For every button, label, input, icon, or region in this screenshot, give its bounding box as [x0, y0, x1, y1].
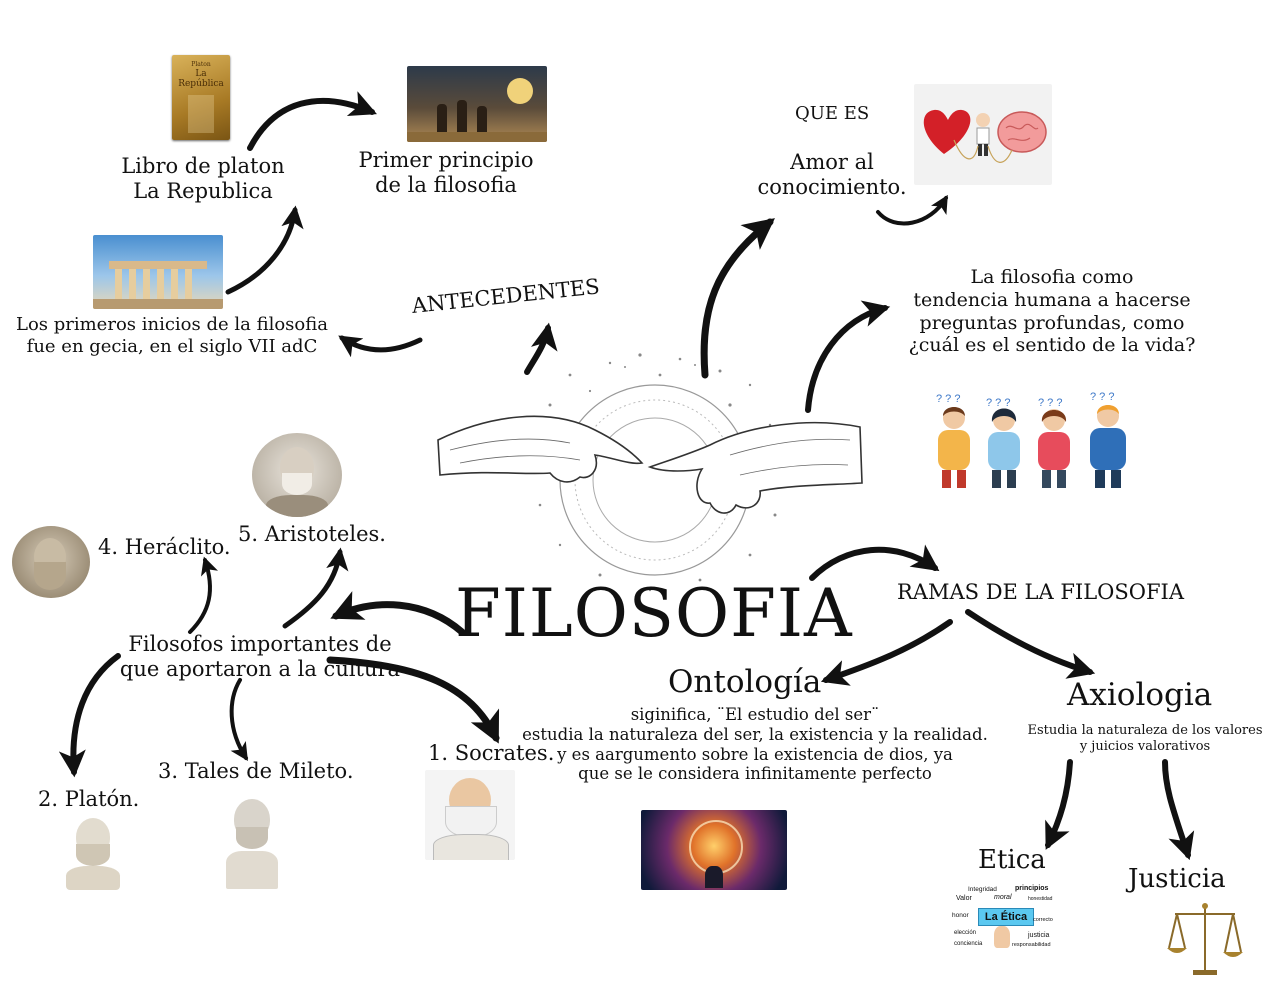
etica-word: justicia [1028, 932, 1050, 939]
arrow-filosofos-to-aristoteles [282, 547, 349, 629]
arrow-filosofos-to-tales [229, 678, 248, 762]
ramas-heading: RAMAS DE LA FILOSOFIA [897, 580, 1184, 604]
etica-badge: La Ética [978, 908, 1034, 926]
etica-word: elección [954, 930, 977, 936]
arrow-primeros-to-libro [225, 205, 304, 295]
svg-text:? ? ?: ? ? ? [1038, 397, 1062, 409]
aristoteles-portrait [252, 433, 342, 517]
arrow-center-to-tendencia [805, 300, 891, 413]
cosmic-sphere-image [641, 810, 787, 890]
la-republica-book-image: Platon La República [172, 55, 230, 140]
axiologia-title: Axiologia [1067, 677, 1213, 713]
parthenon-image [93, 235, 223, 309]
person-icon [976, 113, 990, 127]
heraclito-portrait [12, 526, 90, 598]
justice-scales-icon [1167, 903, 1243, 975]
arrow-center-to-ramas [809, 544, 940, 581]
platon-bust-image [60, 812, 126, 890]
etica-word: correcto [1033, 917, 1053, 923]
que-es-heading: QUE ES [795, 103, 870, 124]
aristoteles-label: 5. Aristoteles. [238, 522, 386, 546]
etica-word-cloud: Integridad principios Valor moral honest… [950, 884, 1060, 952]
arrow-center-to-quees [700, 218, 775, 379]
arrow-libro-to-principio [247, 91, 377, 151]
plato-cave-image [407, 66, 547, 142]
socrates-label: 1. Socrates. [428, 741, 555, 765]
heart-brain-image [914, 84, 1052, 185]
etica-word: moral [994, 894, 1012, 901]
justicia-title: Justicia [1128, 864, 1226, 894]
ontologia-title: Ontología [668, 664, 822, 700]
ontologia-description: siginifica, ¨El estudio del ser¨ estudia… [522, 705, 988, 784]
socrates-portrait [425, 770, 515, 860]
svg-text:? ? ?: ? ? ? [986, 397, 1010, 409]
arrow-filosofos-to-socrates [326, 656, 500, 744]
etica-word: Integridad [968, 886, 997, 893]
heart-icon [923, 109, 971, 154]
axiologia-description: Estudia la naturaleza de los valores y j… [1027, 723, 1263, 754]
etica-word: conciencia [954, 941, 983, 947]
person-4 [1090, 405, 1126, 488]
arrow-center-to-filosofos [330, 591, 466, 636]
arrow-filosofos-to-heraclito [188, 556, 219, 634]
etica-word: honestidad [1028, 896, 1053, 902]
etica-word: responsabilidad [1012, 942, 1051, 948]
etica-word: Valor [956, 895, 972, 902]
tales-label: 3. Tales de Mileto. [158, 759, 354, 783]
arrow-axiologia-to-etica [1045, 759, 1073, 850]
svg-text:? ? ?: ? ? ? [1090, 391, 1114, 403]
brain-icon [997, 111, 1047, 153]
tendencia-humana-text: La filosofia como tendencia humana a hac… [908, 266, 1196, 357]
heraclito-label: 4. Heráclito. [98, 535, 231, 559]
antecedentes-primeros-text: Los primeros inicios de la filosofia fue… [15, 314, 328, 357]
arrow-filosofos-to-platon [58, 653, 121, 778]
central-title: FILOSOFIA [455, 575, 853, 652]
antecedentes-principio-text: Primer principio de la filosofia [358, 148, 534, 198]
arrow-antecedentes-to-primeros [338, 335, 423, 358]
antecedentes-libro-text: Libro de platon La Republica [121, 154, 285, 204]
arrow-ramas-to-ontologia [820, 619, 953, 686]
arrow-ramas-to-axiologia [965, 609, 1096, 679]
svg-text:? ? ?: ? ? ? [936, 393, 960, 405]
amor-conocimiento-text: Amor al conocimiento. [757, 150, 907, 200]
person-2 [988, 408, 1020, 488]
etica-word: principios [1015, 885, 1049, 892]
hand-icon [994, 926, 1010, 948]
person-1 [938, 407, 970, 488]
platon-label: 2. Platón. [38, 787, 140, 811]
creation-hands-illustration [437, 353, 863, 592]
filosofos-heading: Filosofos importantes de que aportaron a… [119, 632, 401, 682]
etica-word: honor [952, 912, 969, 919]
arrow-axiologia-to-justicia [1162, 759, 1195, 861]
etica-title: Etica [978, 845, 1046, 875]
book-cover-author: Platon [191, 61, 211, 68]
person-3 [1038, 409, 1070, 488]
arrow-amor-to-image [876, 194, 948, 226]
tales-bust-image [218, 793, 286, 889]
thinking-people-image: ? ? ? ? ? ? ? ? ? ? ? ? [936, 391, 1126, 488]
book-cover-title: La República [178, 69, 224, 89]
arrow-center-to-antecedentes [524, 322, 558, 375]
